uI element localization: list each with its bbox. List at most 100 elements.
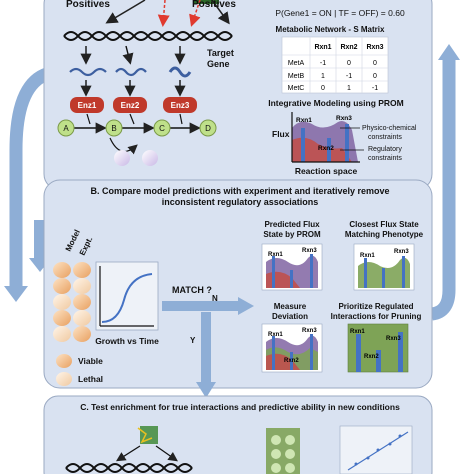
box3-rxn2: Rxn2	[284, 358, 299, 364]
dna-helix-c	[65, 463, 193, 473]
enzyme-boxes: Enz1 Enz2 Enz3	[70, 97, 197, 113]
s-matrix-row-label: MetC	[288, 85, 305, 92]
lethal-legend-label: Lethal	[78, 374, 103, 384]
phenotype-lethal	[53, 326, 71, 342]
box2-line-1: Closest Flux State	[349, 220, 419, 229]
growth-vs-time-label: Growth vs Time	[95, 336, 159, 346]
metabolite-b	[105, 119, 123, 137]
lethal-legend-swatch	[56, 372, 72, 386]
phenotype-viable	[53, 262, 71, 278]
yes-label: Y	[190, 336, 196, 345]
metabolite-b-label: B	[111, 124, 116, 133]
s-matrix-cell: -1	[372, 85, 378, 92]
s-matrix-cell: 0	[347, 60, 351, 67]
target-gene-line-2: Gene	[207, 59, 230, 69]
phenotype-plate-c	[266, 428, 300, 474]
metabolite-c	[153, 119, 171, 137]
metabolite-pathway: A B C D	[57, 119, 217, 166]
prom-rxn2: Rxn2	[318, 145, 334, 152]
viable-legend-swatch	[56, 354, 72, 368]
enzyme-3-box	[163, 97, 197, 113]
dna-helix-a	[63, 31, 233, 41]
feedback-arrow-right-head	[438, 44, 460, 60]
reaction-space-label: Reaction space	[295, 166, 358, 176]
s-matrix-col-3: Rxn3	[366, 44, 383, 51]
rxn-bar	[301, 128, 305, 162]
box4-rxn1: Rxn1	[350, 329, 365, 335]
metabolite-a-label: A	[63, 124, 69, 133]
prom-title: Integrative Modeling using PROM	[268, 98, 404, 108]
box2-rxn3: Rxn3	[394, 249, 409, 255]
phenotype-viable	[73, 262, 91, 278]
regulatory-region	[292, 137, 352, 162]
validation-scatter-c	[339, 425, 413, 474]
target-gene-line-1: Target	[207, 48, 234, 58]
metabolite-a	[57, 119, 75, 137]
box4-rxn3: Rxn3	[386, 336, 401, 342]
s-matrix-col-1: Rxn1	[314, 44, 331, 51]
metabolite-d	[199, 119, 217, 137]
box2-line-2: Matching Phenotype	[345, 230, 424, 239]
prom-flux-label: Flux	[272, 129, 290, 139]
enzyme-2-box	[113, 97, 147, 113]
metabolite-c-label: C	[159, 124, 165, 133]
tf-protein-image	[193, 0, 219, 4]
cofactor-bubble-2	[142, 150, 158, 166]
enzyme-2-label: Enz2	[121, 101, 140, 110]
viable-legend-label: Viable	[78, 356, 103, 366]
s-matrix-row-label: MetA	[288, 60, 305, 67]
prom-rxn3: Rxn3	[336, 115, 352, 122]
panel-c	[43, 395, 433, 474]
panel-b-title: B. Compare model predictions with experi…	[90, 186, 389, 207]
prom-flux-plot: Rxn1 Rxn2 Rxn3	[291, 112, 360, 163]
box1-rxn3: Rxn3	[302, 248, 317, 254]
s-matrix-table: Rxn1 Rxn2 Rxn3 MetA -1 0 0 MetB 1 -1 0 M…	[281, 36, 389, 94]
s-matrix-cell: 1	[321, 73, 325, 80]
s-matrix-title: Metabolic Network - S Matrix	[276, 25, 385, 34]
phenotype-grid	[53, 262, 91, 342]
rxn-bar	[327, 138, 331, 162]
mrna-1	[69, 67, 107, 77]
box3-line-1: Measure	[274, 302, 307, 311]
physico-line-1: Physico-chemical	[362, 125, 417, 132]
positives-right-label: Positives	[192, 0, 236, 10]
box1-rxn1: Rxn1	[268, 252, 283, 258]
mrna-2	[115, 67, 147, 77]
box1-line-2: State by PROM	[263, 230, 321, 239]
phenotype-lethal	[53, 294, 71, 310]
no-label: N	[212, 294, 218, 303]
box3-line-2: Deviation	[272, 312, 308, 321]
box4-rxn2: Rxn2	[364, 354, 379, 360]
mrna-3	[168, 66, 192, 78]
growth-curve-plot	[95, 261, 159, 331]
feedback-arrow-right	[430, 58, 456, 321]
phenotype-viable	[53, 278, 71, 294]
enzyme-1-label: Enz1	[78, 101, 97, 110]
phenotype-lethal	[73, 310, 91, 326]
phenotype-viable	[73, 326, 91, 342]
tf-protein-c	[115, 426, 178, 462]
box2-rxn1: Rxn1	[360, 253, 375, 259]
s-matrix-cell: -1	[320, 60, 326, 67]
rxn-bar	[345, 124, 349, 162]
box3-rxn1: Rxn1	[268, 332, 283, 338]
s-matrix-row-label: MetB	[288, 73, 305, 80]
positives-left-label: Positives	[66, 0, 110, 10]
panel-b	[43, 179, 433, 389]
feedback-arrow-left-head	[4, 286, 28, 302]
box1-line-1: Predicted Flux	[264, 220, 320, 229]
match-question-label: MATCH ?	[172, 285, 212, 295]
box4-line-1: Prioritize Regulated	[338, 302, 413, 311]
s-matrix-cell: 0	[373, 73, 377, 80]
